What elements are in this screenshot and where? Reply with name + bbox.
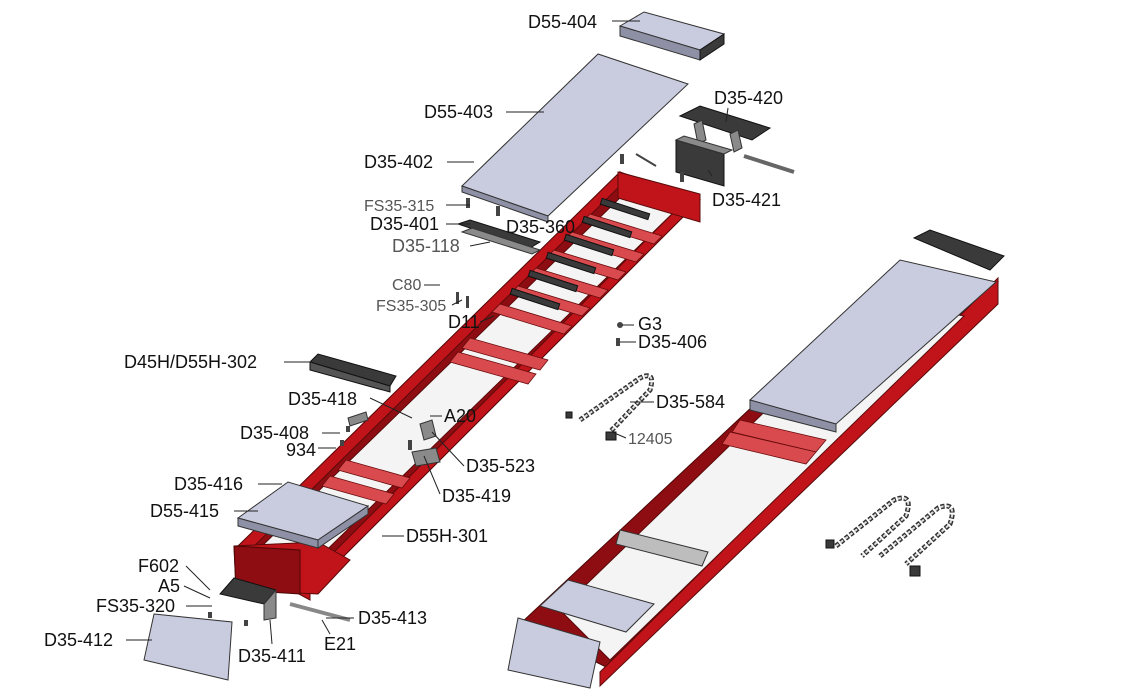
label-d35-412: D35-412 [44, 630, 113, 650]
label-d35-523: D35-523 [466, 456, 535, 476]
part-d55-403 [461, 53, 689, 223]
label-d35-406: D35-406 [638, 332, 707, 352]
left-runway-frame [233, 170, 701, 601]
label-d35-408: D35-408 [240, 423, 309, 443]
right-drag-chains [825, 495, 955, 577]
label-d55-404: D55-404 [528, 12, 597, 32]
label-d35-416: D35-416 [174, 474, 243, 494]
label-d35-413: D35-413 [358, 608, 427, 628]
label-d35-411: D35-411 [238, 646, 306, 666]
label-12405: 12405 [628, 431, 673, 448]
axle-pin [743, 154, 795, 174]
label-fs35-305: FS35-305 [376, 298, 446, 315]
leader-lines [126, 20, 729, 645]
part-d45h-d55h-302 [309, 353, 397, 393]
label-f602: F602 [138, 556, 179, 576]
label-c80: C80 [392, 277, 421, 294]
label-d35-584: D35-584 [656, 392, 725, 412]
rung-blocks [509, 197, 651, 311]
part-d35-421 [674, 135, 734, 187]
part-d35-420 [678, 105, 772, 153]
label-e21: E21 [324, 634, 356, 654]
label-d35-401: D35-401 [370, 214, 439, 234]
label-d35-419: D35-419 [442, 486, 511, 506]
label-d35-402: D35-402 [364, 152, 433, 172]
label-d35-420: D35-420 [714, 88, 783, 108]
label-fs35-315: FS35-315 [364, 198, 434, 215]
label-d11: D11 [448, 312, 480, 332]
label-d35-421: D35-421 [712, 190, 781, 210]
label-d55h-301: D55H-301 [406, 526, 488, 546]
label-d55-415: D55-415 [150, 501, 219, 521]
part-d35-412 [143, 613, 233, 681]
label-d35-118: D35-118 [392, 236, 460, 256]
part-d55-404 [618, 11, 726, 61]
label-d35-418: D35-418 [288, 389, 357, 409]
label-d35-360: D35-360 [506, 217, 575, 237]
label-g3: G3 [638, 314, 662, 334]
label-d45h-d55h-302: D45H/D55H-302 [124, 352, 257, 372]
right-runway-assembled [507, 229, 1005, 689]
part-d55-415 [236, 481, 370, 549]
label-a5: A5 [158, 576, 180, 596]
part-labels: D55-404 D55-403 D35-420 D35-402 D35-421 … [44, 12, 783, 666]
part-d35-401-bars [456, 219, 542, 255]
part-d35-413 [289, 602, 351, 622]
label-d55-403: D55-403 [424, 102, 493, 122]
label-fs35-320: FS35-320 [96, 596, 175, 616]
label-a20: A20 [444, 406, 476, 426]
small-hardware [208, 153, 684, 626]
part-d35-411 [219, 577, 277, 621]
label-934: 934 [286, 440, 316, 460]
part-d35-584-chain [565, 373, 655, 441]
